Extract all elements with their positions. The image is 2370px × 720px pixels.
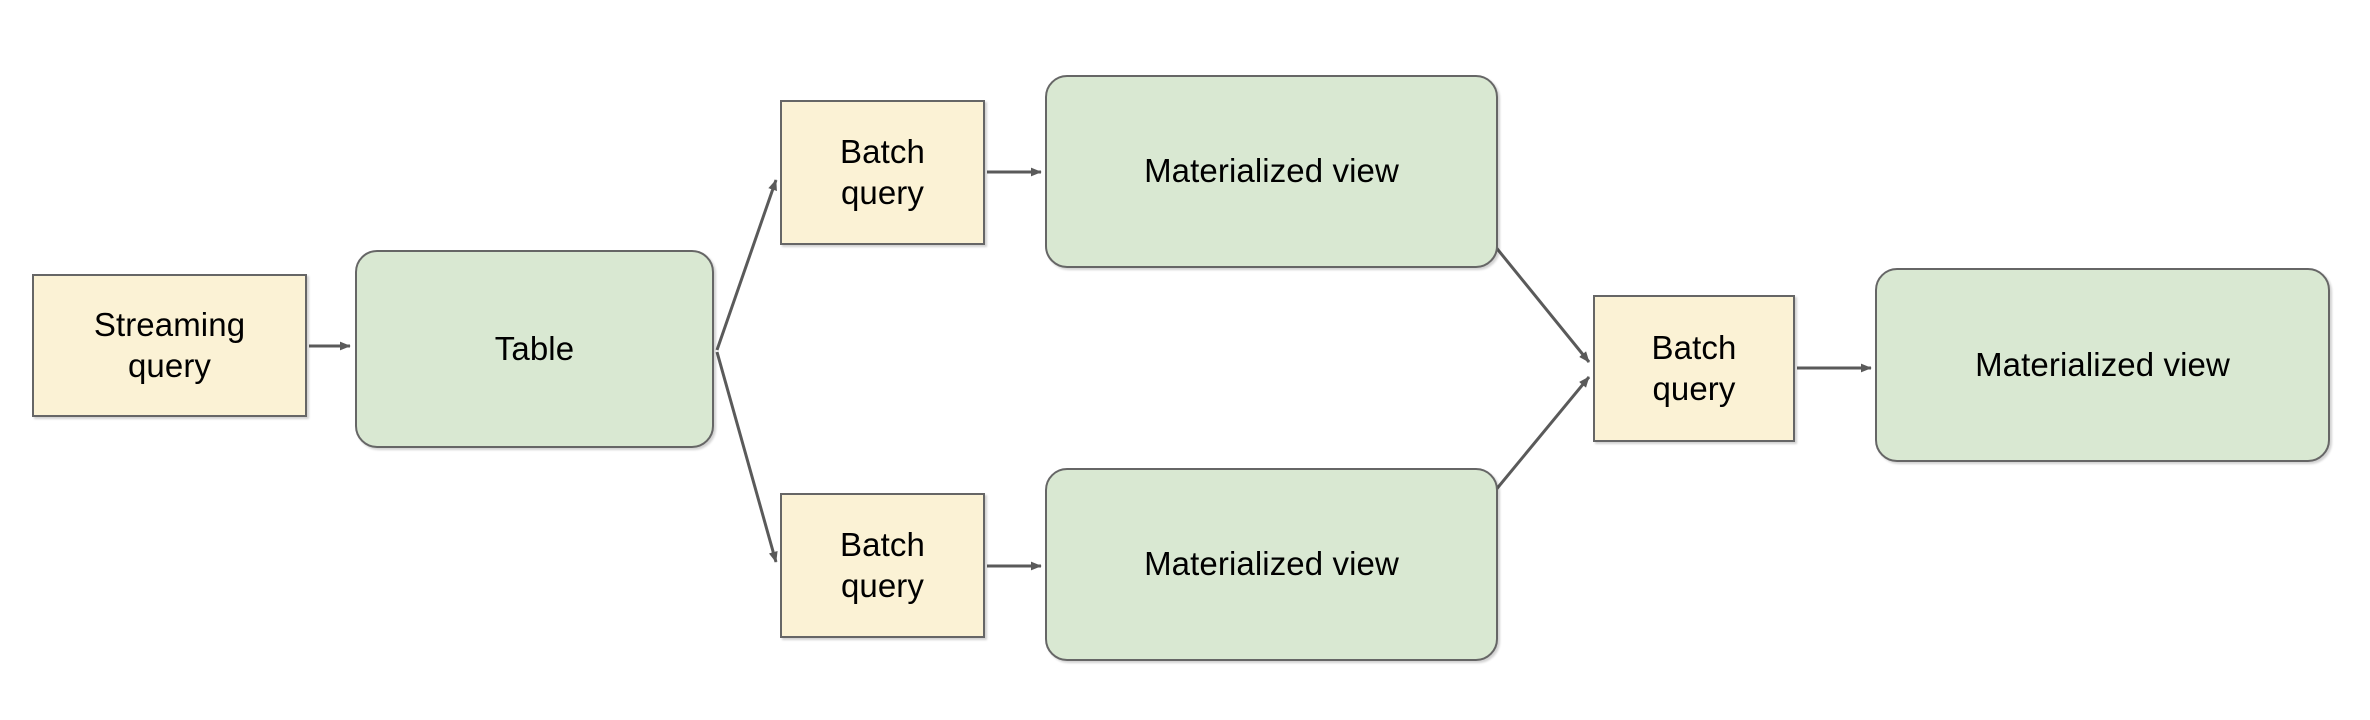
node-label-materialized-view-final: Materialized view [1975, 345, 2230, 383]
node-materialized-view-final[interactable]: Materialized view [1875, 268, 2330, 462]
node-batch-query-join[interactable]: Batch query [1593, 295, 1795, 442]
node-streaming-query[interactable]: Streaming query [32, 274, 307, 417]
node-label-batch-query-top: Batch query [840, 133, 925, 211]
node-table[interactable]: Table [355, 250, 714, 448]
node-label-batch-query-bottom: Batch query [840, 526, 925, 604]
node-label-streaming-query: Streaming query [93, 306, 246, 384]
node-label-table: Table [494, 329, 575, 367]
edge-mv-top-to-batch-join [1488, 239, 1591, 363]
node-label-batch-query-join: Batch query [1651, 329, 1737, 407]
node-batch-query-bottom[interactable]: Batch query [780, 493, 985, 638]
node-materialized-view-bottom[interactable]: Materialized view [1045, 468, 1498, 661]
edge-table-to-batch-bottom [715, 351, 778, 563]
node-label-materialized-view-top: Materialized view [1144, 152, 1399, 190]
edge-table-to-batch-top [715, 179, 778, 351]
edge-mv-bottom-to-batch-join [1488, 376, 1591, 498]
node-materialized-view-top[interactable]: Materialized view [1045, 75, 1498, 268]
node-label-materialized-view-bottom: Materialized view [1144, 545, 1399, 583]
node-batch-query-top[interactable]: Batch query [780, 100, 985, 245]
